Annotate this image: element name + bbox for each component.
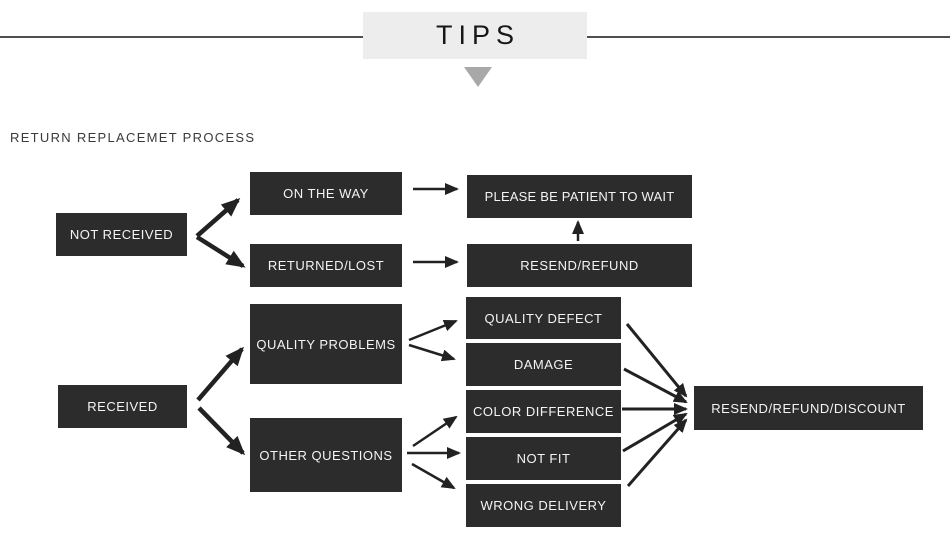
header-banner: TIPS — [363, 12, 587, 59]
section-title: RETURN REPLACEMET PROCESS — [10, 130, 256, 145]
arrow-not-received-to-on-the-way — [195, 198, 241, 238]
arrow-not-fit-to-discount — [622, 412, 688, 453]
node-quality-defect: QUALITY DEFECT — [466, 297, 621, 339]
node-not-fit: NOT FIT — [466, 437, 621, 480]
node-not-received: NOT RECEIVED — [56, 213, 187, 256]
node-color-difference: COLOR DIFFERENCE — [466, 390, 621, 433]
arrow-quality-defect-to-discount — [625, 323, 688, 398]
arrow-not-received-to-returned-lost — [195, 235, 246, 268]
arrow-other-questions-to-color-difference — [412, 415, 458, 448]
node-other-questions: OTHER QUESTIONS — [250, 418, 402, 492]
node-returned-lost: RETURNED/LOST — [250, 244, 402, 287]
arrow-wrong-delivery-to-discount — [626, 418, 688, 487]
arrow-received-to-other-questions — [197, 406, 246, 456]
triangle-down-icon — [464, 67, 492, 87]
node-damage: DAMAGE — [466, 343, 621, 386]
node-quality-problems: QUALITY PROBLEMS — [250, 304, 402, 384]
arrow-damage-to-discount — [623, 367, 688, 404]
node-please-be-patient-to-wait: PLEASE BE PATIENT TO WAIT — [467, 175, 692, 218]
node-on-the-way: ON THE WAY — [250, 172, 402, 215]
node-resend-refund-discount: RESEND/REFUND/DISCOUNT — [694, 386, 923, 430]
arrow-quality-problems-to-quality-defect — [408, 319, 458, 342]
node-resend-refund: RESEND/REFUND — [467, 244, 692, 287]
arrow-quality-problems-to-damage — [408, 343, 456, 362]
header-title: TIPS — [435, 20, 520, 50]
arrow-other-questions-to-wrong-delivery — [411, 462, 456, 490]
node-received: RECEIVED — [58, 385, 187, 428]
arrow-received-to-quality-problems — [196, 346, 244, 402]
node-wrong-delivery: WRONG DELIVERY — [466, 484, 621, 527]
